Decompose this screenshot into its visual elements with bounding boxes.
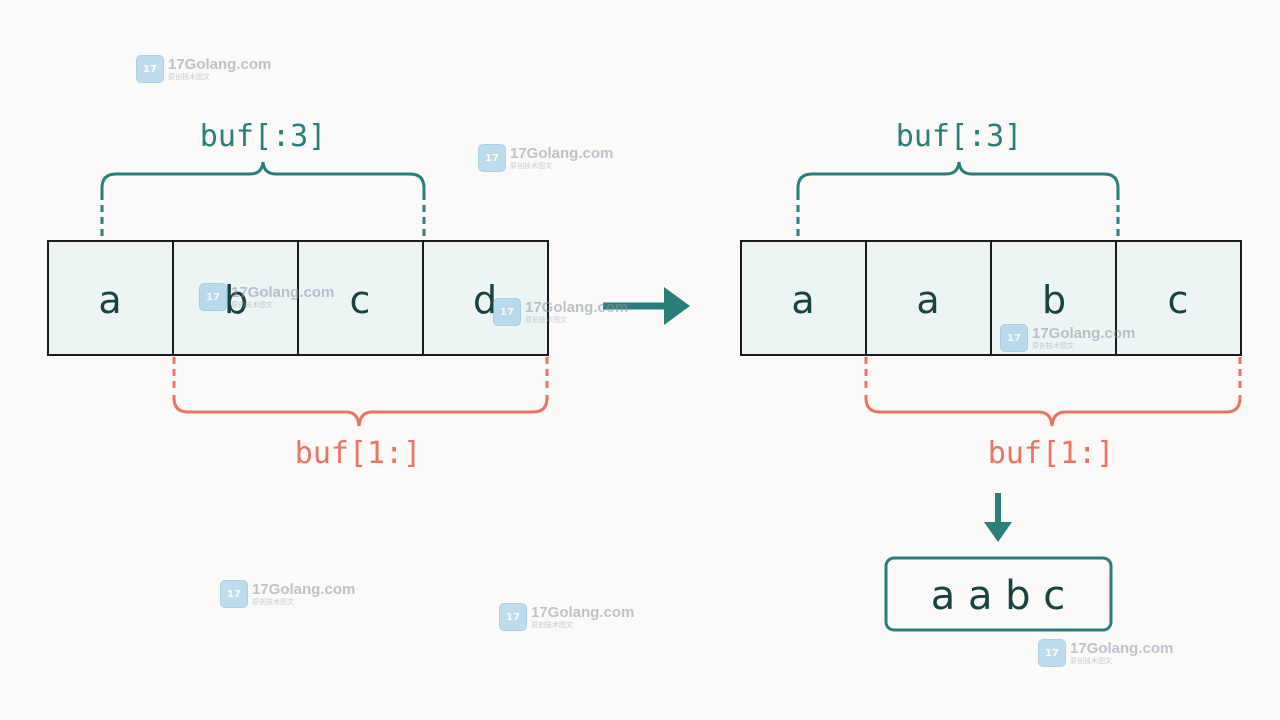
right-top-bracket [796,161,1120,240]
left-bottom-bracket [172,357,549,427]
right-bottom-label: buf[1:] [988,436,1114,471]
right-cell-0 [740,240,867,356]
right-cell-3-label: c [1168,278,1189,322]
left-cell-3-label: d [473,278,497,322]
left-top-label: buf[:3] [200,119,326,154]
right-cell-3 [1115,240,1242,356]
right-cell-0-label: a [791,278,814,322]
right-cell-2-label: b [1042,278,1066,322]
right-cell-1-label: a [916,278,939,322]
left-cell-0-label: a [98,278,121,322]
left-cell-2 [297,240,424,356]
left-cell-2-label: c [350,278,371,322]
right-arrow-icon [603,287,690,325]
result-box [884,556,1113,632]
left-cell-0 [47,240,174,356]
right-top-label: buf[:3] [896,119,1022,154]
right-bottom-bracket [864,357,1242,427]
left-array: a b c d [47,240,549,356]
right-cell-1 [865,240,992,356]
right-array: a a b c [740,240,1242,356]
left-cell-1-label: b [224,278,248,322]
down-arrow-icon [984,493,1012,542]
left-cell-1 [172,240,299,356]
left-bottom-label: buf[1:] [295,436,421,471]
left-top-bracket [100,161,426,240]
result-text: a a b c [931,573,1066,619]
left-cell-3 [422,240,549,356]
